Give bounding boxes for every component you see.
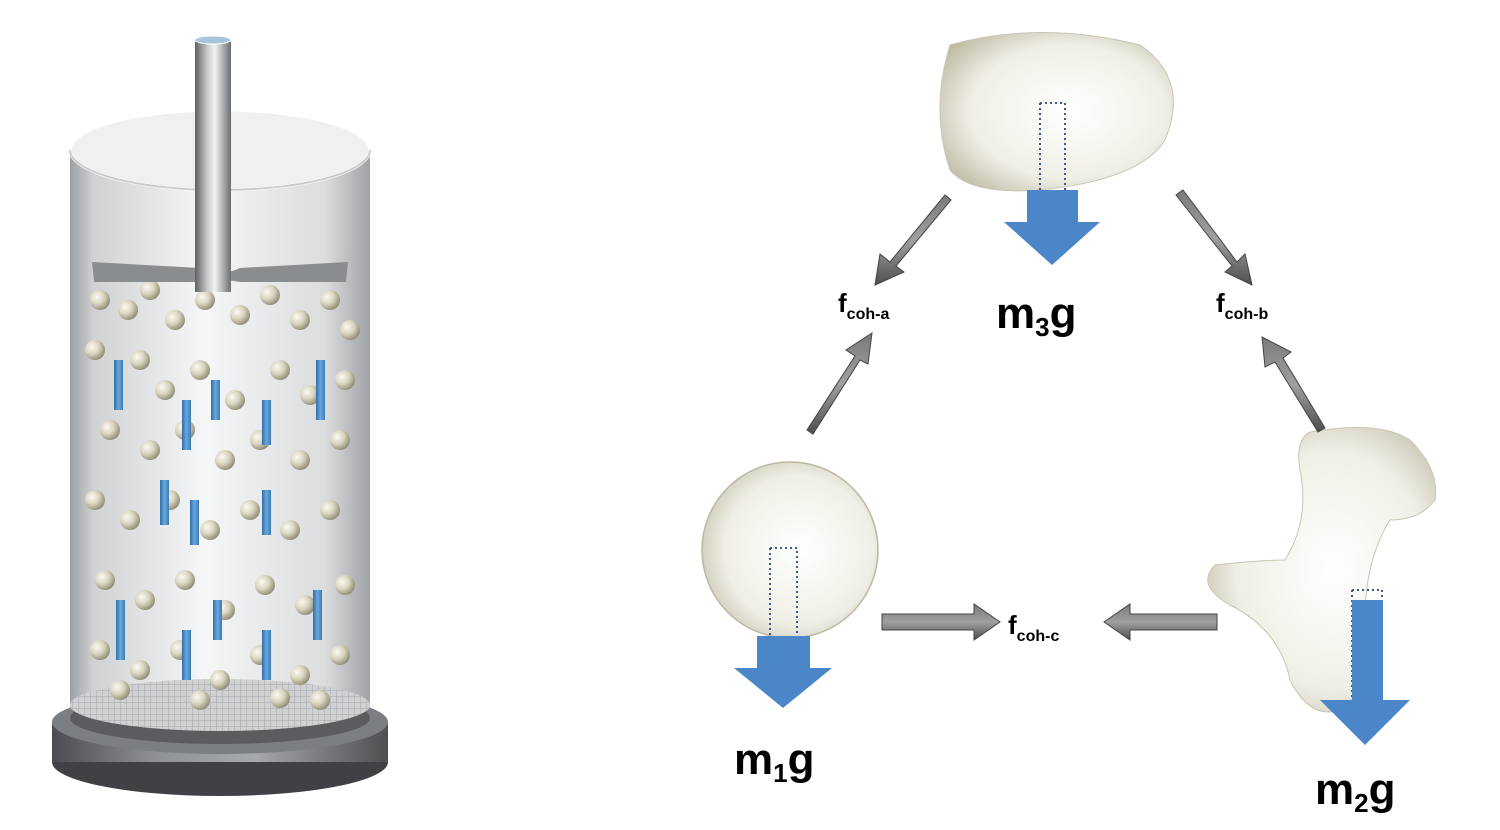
particle-2 — [1207, 427, 1437, 745]
shaft — [195, 40, 231, 292]
particle-1 — [701, 461, 879, 708]
particle-3 — [939, 32, 1174, 265]
stirred-vessel-illustration — [0, 0, 460, 830]
weight-label-m1g: m1g — [734, 735, 815, 788]
force-arrows — [806, 189, 1326, 641]
weight-label-m3g: m3g — [996, 289, 1077, 342]
cohesion-force-a-label: fcoh-a — [838, 288, 890, 323]
impeller — [92, 262, 348, 282]
cohesion-force-b-label: fcoh-b — [1216, 288, 1269, 323]
vessel-rods — [114, 360, 325, 680]
cohesion-force-diagram: fcoh-a fcoh-b fcoh-c m3g m1g m2g — [620, 0, 1500, 830]
weight-label-m2g: m2g — [1315, 765, 1396, 818]
cohesion-force-c-label: fcoh-c — [1008, 610, 1060, 645]
